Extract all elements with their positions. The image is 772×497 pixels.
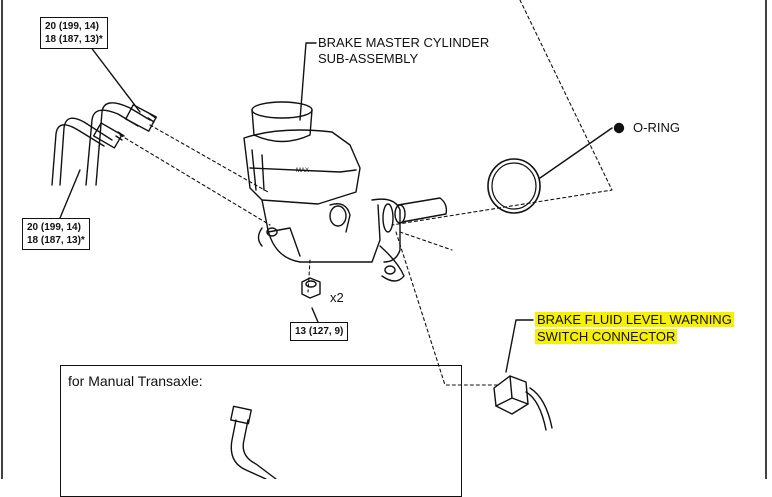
leader-left-torque xyxy=(59,169,81,219)
brake-line-tubes xyxy=(51,102,151,186)
master-cylinder-label-line1: BRAKE MASTER CYLINDER xyxy=(318,35,490,50)
leader-master-cylinder xyxy=(299,42,317,121)
warning-switch-label-line1: BRAKE FLUID LEVEL WARNING xyxy=(535,312,734,327)
torque-spec-left-line1: 20 (199, 14) xyxy=(27,222,81,233)
manual-transaxle-hose xyxy=(230,405,277,479)
master-cylinder-label-line2: SUB-ASSEMBLY xyxy=(318,51,419,66)
flare-nut-top xyxy=(125,104,157,132)
leader-nut-torque xyxy=(311,307,319,323)
reservoir-mark: MAX xyxy=(296,168,309,174)
torque-spec-left-line2: 18 (187, 13)* xyxy=(27,235,85,246)
quantity-label: x2 xyxy=(330,290,344,305)
warning-switch-label: BRAKE FLUID LEVEL WARNING SWITCH CONNECT… xyxy=(535,311,734,345)
torque-spec-top: 20 (199, 14) 18 (187, 13)* xyxy=(40,17,108,49)
mounting-nut xyxy=(301,277,321,299)
o-ring-bullet xyxy=(613,122,625,134)
o-ring-part xyxy=(487,158,541,214)
leader-top-torque xyxy=(89,45,141,113)
warning-switch-connector-part xyxy=(493,375,553,431)
torque-spec-nut: 13 (127, 9) xyxy=(290,322,349,341)
torque-spec-left: 20 (199, 14) 18 (187, 13)* xyxy=(22,218,90,250)
torque-spec-top-line2: 18 (187, 13)* xyxy=(45,34,103,45)
master-cylinder-diagram: MAX xyxy=(1,0,767,479)
cylinder-body xyxy=(257,197,448,282)
master-cylinder-label: BRAKE MASTER CYLINDER SUB-ASSEMBLY xyxy=(318,35,489,67)
manual-transaxle-title: for Manual Transaxle: xyxy=(68,373,203,389)
leader-warning-switch xyxy=(505,319,534,373)
flare-nut-left xyxy=(92,122,125,149)
torque-spec-top-line1: 20 (199, 14) xyxy=(45,21,99,32)
o-ring-label: O-RING xyxy=(633,120,680,135)
leader-o-ring xyxy=(539,127,613,179)
reservoir: MAX xyxy=(243,101,361,205)
warning-switch-label-line2: SWITCH CONNECTOR xyxy=(535,329,678,344)
